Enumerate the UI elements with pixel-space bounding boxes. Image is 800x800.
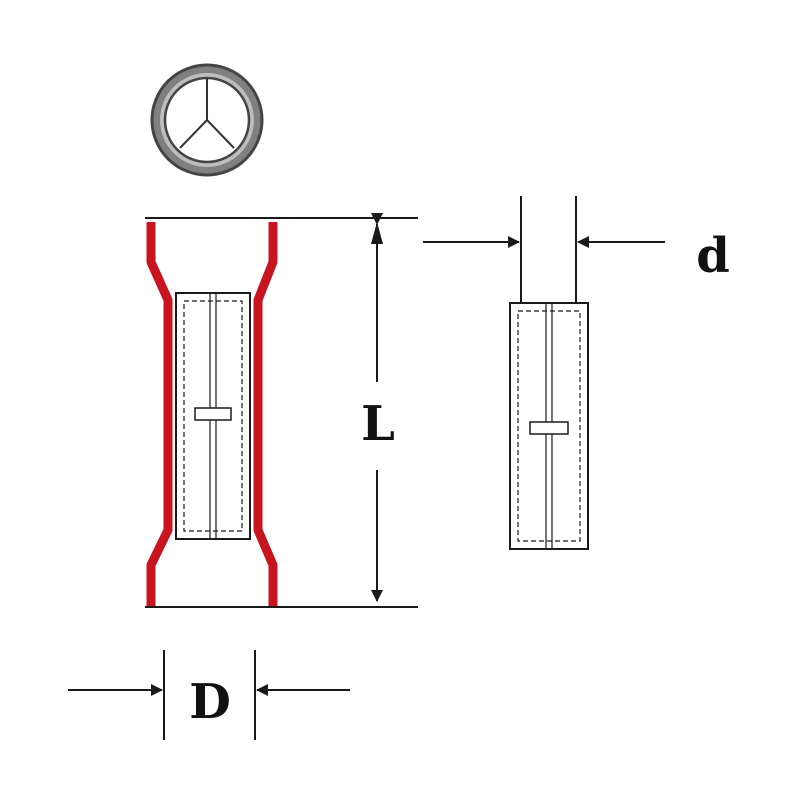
wire-stop [194,407,232,421]
insulation-right-wall [253,222,278,606]
bare-barrel-icon [509,196,589,550]
length-dimension: L [361,213,395,602]
inner-diameter-dimension: d [423,228,730,284]
end-view-icon [150,63,264,177]
insulated-connector-icon [145,217,418,608]
insulation-left-wall [146,222,173,606]
inner-diameter-label: d [696,228,730,284]
outer-diameter-label: D [189,674,231,730]
length-label: L [361,396,395,452]
outer-diameter-dimension: D [68,650,350,740]
